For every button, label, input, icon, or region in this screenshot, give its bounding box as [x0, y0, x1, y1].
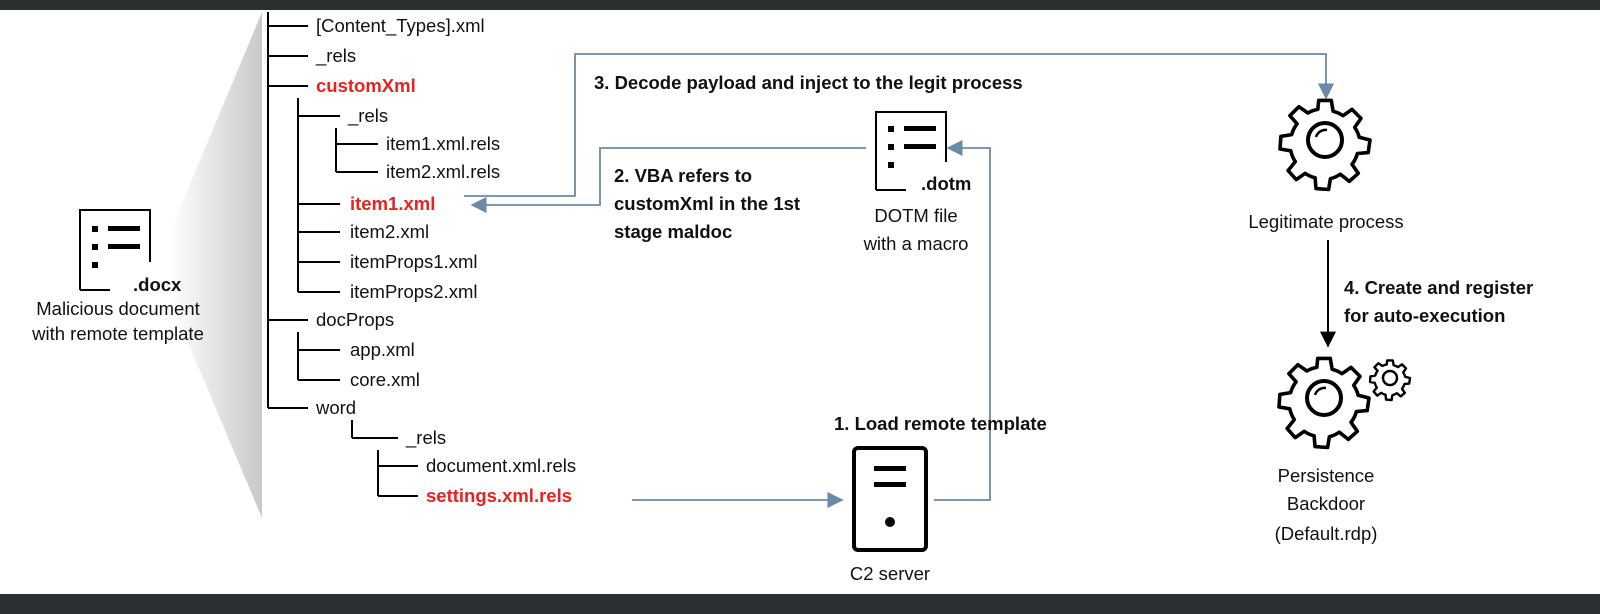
tree-document-rels: document.xml.rels	[426, 455, 576, 476]
tree-content-types: [Content_Types].xml	[316, 15, 485, 37]
step3-label: 3. Decode payload and inject to the legi…	[594, 72, 1023, 93]
docx-file-icon	[79, 209, 151, 291]
file-tree-lines	[267, 12, 418, 497]
tree-itemprops2: itemProps2.xml	[350, 281, 477, 302]
step2-label-line1: 2. VBA refers to	[614, 165, 752, 186]
dotm-file-icon	[875, 111, 947, 191]
zoom-wedge	[170, 12, 262, 518]
tree-item1-rels: item1.xml.rels	[386, 133, 500, 154]
tree-customxml-rels: _rels	[347, 105, 388, 127]
dotm-caption-line2: with a macro	[863, 233, 969, 254]
tree-docprops: docProps	[316, 309, 394, 330]
tree-app: app.xml	[350, 339, 415, 360]
tree-word-rels: _rels	[405, 427, 446, 449]
tree-item1: item1.xml	[350, 193, 435, 214]
step2-label-line2: customXml in the 1st	[614, 193, 800, 214]
arrow-item1-to-legit-process	[464, 53, 1335, 197]
step4-label-line2: for auto-execution	[1344, 305, 1505, 326]
gears-icon	[1277, 356, 1412, 450]
tree-customxml: customXml	[316, 75, 416, 96]
bottom-frame-bar	[0, 594, 1600, 614]
step1-label: 1. Load remote template	[834, 413, 1047, 434]
server-caption: C2 server	[850, 563, 930, 584]
tree-itemprops1: itemProps1.xml	[350, 251, 477, 272]
backdoor-caption-line2: Backdoor	[1287, 493, 1365, 514]
backdoor-caption-line1: Persistence	[1278, 465, 1375, 486]
tree-root-rels: _rels	[315, 45, 356, 67]
tree-word: word	[315, 397, 356, 418]
tree-item2-rels: item2.xml.rels	[386, 161, 500, 182]
top-frame-bar	[0, 0, 1600, 10]
docx-caption-line1: Malicious document	[36, 298, 200, 319]
step4-label-line1: 4. Create and register	[1344, 277, 1533, 298]
legit-caption: Legitimate process	[1248, 211, 1403, 232]
gear-icon	[1278, 98, 1372, 192]
tree-item2: item2.xml	[350, 221, 429, 242]
dotm-caption-line1: DOTM file	[874, 205, 957, 226]
tree-settings-rels: settings.xml.rels	[426, 485, 572, 506]
dotm-badge: .dotm	[921, 173, 971, 194]
docx-badge: .docx	[133, 274, 182, 295]
docx-caption-line2: with remote template	[31, 323, 204, 344]
backdoor-caption-line3: (Default.rdp)	[1275, 523, 1378, 544]
step2-label-line3: stage maldoc	[614, 221, 732, 242]
server-icon	[852, 446, 928, 552]
tree-core: core.xml	[350, 369, 420, 390]
arrow-dotm-to-item1	[470, 147, 866, 214]
arrow-server-to-dotm	[934, 139, 991, 501]
